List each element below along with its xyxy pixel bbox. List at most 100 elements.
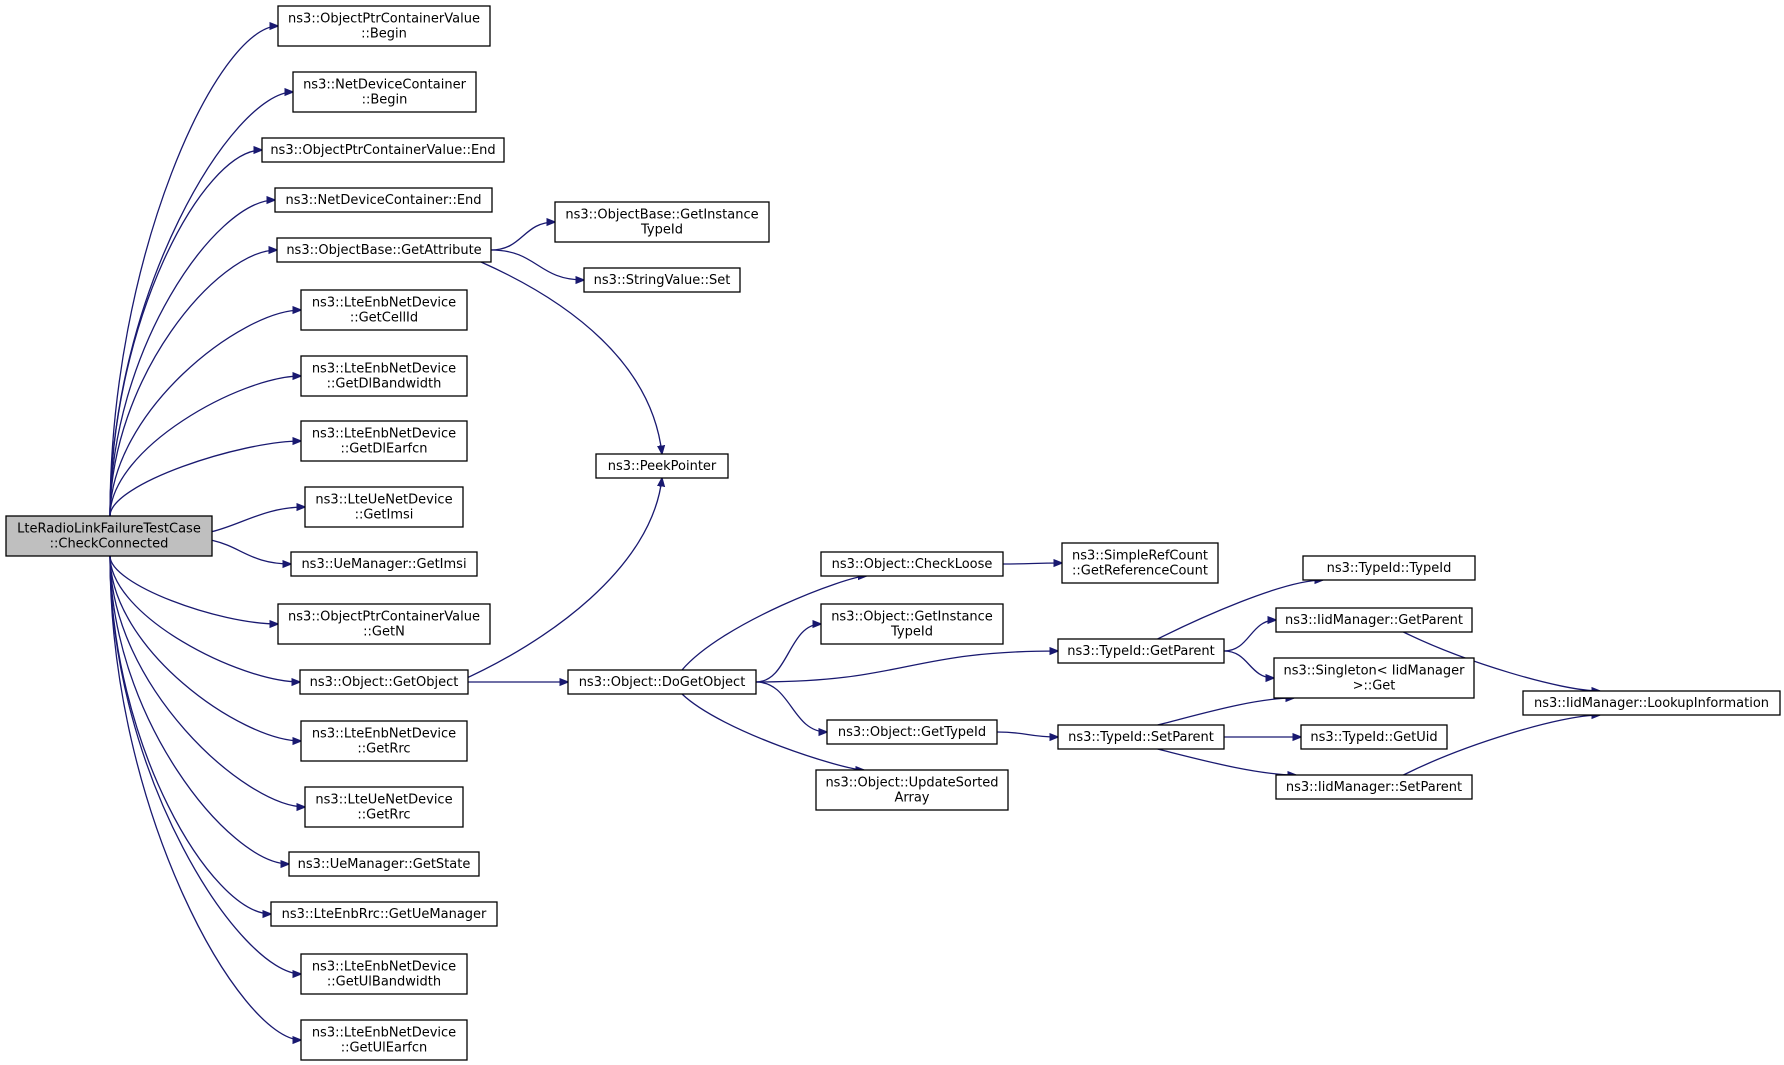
node-box — [820, 603, 1004, 645]
node-uem-get-state[interactable]: ns3::UeManager::GetState — [288, 851, 480, 877]
edge-root-to-get-ue-mgr — [109, 555, 271, 914]
node-enb-get-rrc[interactable]: ns3::LteEnbNetDevice::GetRrc — [300, 720, 468, 762]
edge-get-attr-to-ob-get-inst-tid — [490, 222, 555, 251]
node-label: ns3::ObjectPtrContainerValue::End — [270, 143, 495, 158]
node-label: ns3::ObjectBase::GetInstance — [565, 208, 758, 223]
node-box — [277, 5, 491, 47]
node-box — [270, 901, 498, 927]
node-label: ns3::LteUeNetDevice — [315, 793, 452, 808]
node-optr-end[interactable]: ns3::ObjectPtrContainerValue::End — [261, 137, 505, 163]
edge-root-to-get-attr — [109, 250, 277, 517]
node-box — [300, 420, 468, 462]
node-iid-set-parent[interactable]: ns3::IidManager::SetParent — [1275, 774, 1473, 800]
node-obj-get-tid[interactable]: ns3::Object::GetTypeId — [826, 719, 998, 745]
node-label: ::GetImsi — [355, 508, 414, 523]
edge-root-to-uem-get-state — [109, 555, 289, 864]
node-root[interactable]: LteRadioLinkFailureTestCase::CheckConnec… — [5, 515, 213, 557]
node-get-ue-mgr[interactable]: ns3::LteEnbRrc::GetUeManager — [270, 901, 498, 927]
node-label: ns3::PeekPointer — [608, 459, 717, 474]
edge-root-to-get-dl-bw — [109, 376, 301, 517]
node-ue-get-rrc[interactable]: ns3::LteUeNetDevice::GetRrc — [304, 786, 464, 828]
edge-iid-get-parent-to-lookup-info — [1403, 631, 1600, 691]
edge-tid-get-parent-to-tid-ctor — [1157, 580, 1323, 640]
node-label: TypeId — [890, 625, 933, 640]
node-check-loose[interactable]: ns3::Object::CheckLoose — [820, 551, 1004, 577]
node-box — [1275, 607, 1473, 633]
edge-tid-set-parent-to-iid-set-parent — [1157, 748, 1296, 775]
node-iid-get-parent[interactable]: ns3::IidManager::GetParent — [1275, 607, 1473, 633]
node-singleton-get[interactable]: ns3::Singleton< IidManager >::Get — [1273, 657, 1475, 699]
node-box — [299, 669, 469, 695]
node-label: ns3::IidManager::LookupInformation — [1534, 696, 1769, 711]
edge-tid-get-parent-to-iid-get-parent — [1223, 620, 1276, 652]
node-label: ::GetReferenceCount — [1072, 564, 1208, 579]
node-get-cell-id[interactable]: ns3::LteEnbNetDevice::GetCellId — [300, 289, 468, 331]
node-str-set[interactable]: ns3::StringValue::Set — [583, 267, 741, 293]
edge-tid-get-parent-to-singleton-get — [1223, 650, 1274, 678]
node-label: ns3::TypeId::SetParent — [1068, 730, 1214, 745]
node-box — [261, 137, 505, 163]
node-label: ns3::TypeId::TypeId — [1327, 561, 1452, 576]
node-box — [276, 237, 492, 263]
node-get-dl-bw[interactable]: ns3::LteEnbNetDevice::GetDlBandwidth — [300, 355, 468, 397]
node-ndc-end[interactable]: ns3::NetDeviceContainer::End — [274, 187, 493, 213]
edge-do-get-object-to-obj-get-tid — [755, 681, 827, 732]
node-ue-get-imsi[interactable]: ns3::LteUeNetDevice::GetImsi — [304, 486, 464, 528]
node-ndc-begin[interactable]: ns3::NetDeviceContainer::Begin — [292, 71, 477, 113]
node-label: ns3::Object::CheckLoose — [832, 557, 993, 572]
node-label: Array — [894, 791, 929, 806]
node-box — [274, 187, 493, 213]
edge-root-to-enb-get-rrc — [109, 555, 301, 741]
node-peek-ptr[interactable]: ns3::PeekPointer — [595, 453, 729, 479]
node-optr-begin[interactable]: ns3::ObjectPtrContainerValue::Begin — [277, 5, 491, 47]
edge-tid-set-parent-to-singleton-get — [1157, 698, 1294, 726]
node-box — [595, 453, 729, 479]
node-get-object[interactable]: ns3::Object::GetObject — [299, 669, 469, 695]
node-label: ::GetCellId — [350, 311, 418, 326]
node-optr-get-n[interactable]: ns3::ObjectPtrContainerValue::GetN — [277, 603, 491, 645]
node-tid-get-parent[interactable]: ns3::TypeId::GetParent — [1057, 638, 1225, 664]
node-label: ns3::Object::GetObject — [310, 675, 459, 690]
node-lookup-info[interactable]: ns3::IidManager::LookupInformation — [1522, 690, 1781, 716]
node-get-dl-earfcn[interactable]: ns3::LteEnbNetDevice::GetDlEarfcn — [300, 420, 468, 462]
node-get-attr[interactable]: ns3::ObjectBase::GetAttribute — [276, 237, 492, 263]
node-box — [1061, 542, 1219, 584]
node-box — [290, 551, 478, 577]
node-get-ref-count[interactable]: ns3::SimpleRefCount::GetReferenceCount — [1061, 542, 1219, 584]
edge-root-to-ue-get-rrc — [109, 555, 305, 807]
node-label: ns3::Singleton< IidManager — [1283, 664, 1465, 679]
edge-root-to-optr-end — [109, 150, 262, 517]
node-label: ns3::UeManager::GetState — [298, 857, 471, 872]
node-label: ::GetRrc — [357, 742, 410, 757]
node-label: ns3::UeManager::GetImsi — [301, 557, 466, 572]
edge-root-to-get-dl-earfcn — [109, 441, 301, 517]
node-do-get-object[interactable]: ns3::Object::DoGetObject — [567, 669, 757, 695]
node-label: TypeId — [640, 223, 683, 238]
node-label: ns3::LteEnbNetDevice — [312, 960, 456, 975]
node-tid-ctor[interactable]: ns3::TypeId::TypeId — [1302, 555, 1476, 581]
node-box — [300, 720, 468, 762]
edge-root-to-optr-begin — [109, 26, 278, 517]
node-get-ul-earfcn[interactable]: ns3::LteEnbNetDevice::GetUlEarfcn — [300, 1019, 468, 1061]
edge-do-get-object-to-upd-sorted — [681, 693, 864, 770]
edge-root-to-uem-get-imsi — [211, 539, 291, 564]
node-box — [300, 953, 468, 995]
node-box — [1275, 774, 1473, 800]
node-uem-get-imsi[interactable]: ns3::UeManager::GetImsi — [290, 551, 478, 577]
node-box — [300, 289, 468, 331]
node-tid-get-uid[interactable]: ns3::TypeId::GetUid — [1300, 724, 1448, 750]
edge-do-get-object-to-obj-get-inst-tid — [755, 624, 821, 683]
node-label: ns3::Object::DoGetObject — [579, 675, 746, 690]
node-label: ::GetDlEarfcn — [340, 442, 427, 457]
node-tid-set-parent[interactable]: ns3::TypeId::SetParent — [1057, 724, 1225, 750]
node-get-ul-bw[interactable]: ns3::LteEnbNetDevice::GetUlBandwidth — [300, 953, 468, 995]
edge-get-attr-to-str-set — [490, 249, 584, 280]
node-label: ns3::TypeId::GetUid — [1310, 730, 1437, 745]
node-label: ns3::LteUeNetDevice — [315, 493, 452, 508]
node-label: ::Begin — [362, 93, 408, 108]
node-box — [304, 486, 464, 528]
node-box — [815, 769, 1009, 811]
